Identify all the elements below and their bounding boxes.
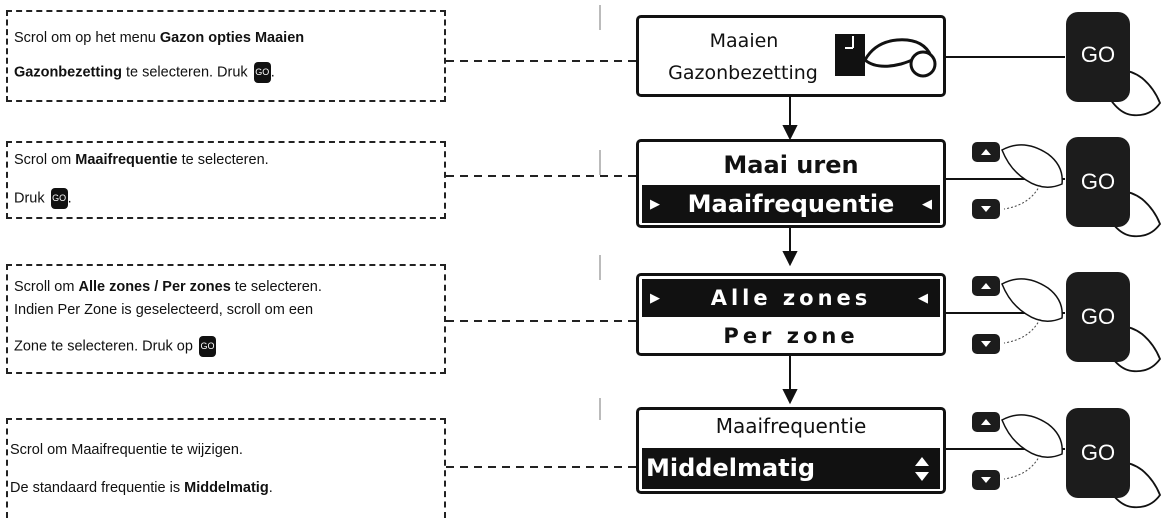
selection-left-icon: ▶ [650, 196, 660, 212]
lcd-screen-2: Maai uren ▶ Maaifrequentie ◀ [636, 139, 946, 228]
menu-item-maaifrequentie: ▶ Maaifrequentie ◀ [642, 185, 940, 223]
lcd-screen-4: Maaifrequentie Middelmatig [636, 407, 946, 494]
option-per-zone: Per zone [723, 324, 859, 348]
instruction-box-3 [6, 264, 446, 374]
go-chip-icon: GO [50, 188, 68, 209]
instruction-1-line-2: Gazonbezetting te selecteren. Druk GO. [14, 62, 275, 83]
selection-left-icon: ▶ [650, 290, 664, 306]
menu-item-maai-uren: Maai uren [723, 151, 859, 179]
instruction-3-line-2: Indien Per Zone is geselecteerd, scroll … [14, 302, 314, 318]
frequency-value: Middelmatig [642, 448, 940, 489]
instruction-2-line-2: Druk GO. [14, 188, 72, 209]
go-chip-icon: GO [253, 62, 271, 83]
go-connectors [946, 56, 1065, 450]
instruction-3-line-3: Zone te selecteren. Druk op GO [14, 336, 216, 357]
scroll-up-button[interactable] [972, 412, 1000, 432]
screen-1-line-2: Gazonbezetting [668, 62, 818, 84]
instruction-3-line-1: Scroll om Alle zones / Per zones te sele… [14, 279, 322, 295]
dashed-connectors [446, 60, 636, 468]
instruction-box-2 [6, 141, 446, 219]
instruction-box-4 [6, 418, 446, 518]
screen-1-line-1: Maaien [709, 30, 779, 52]
lcd-screen-3: ▶ Alle zones ◀ Per zone [636, 273, 946, 356]
scroll-down-button[interactable] [972, 470, 1000, 490]
scroll-hand-icon [1001, 144, 1063, 458]
option-alle-zones: ▶ Alle zones ◀ [642, 279, 940, 317]
go-button[interactable]: GO [1066, 12, 1130, 102]
scroll-up-button[interactable] [972, 276, 1000, 296]
lcd-screen-1: Maaien Gazonbezetting [636, 15, 946, 97]
go-chip-icon: GO [198, 336, 216, 357]
instruction-1-line-1: Scrol om op het menu Gazon opties Maaien [14, 30, 305, 46]
instruction-2-line-1: Scrol om Maaifrequentie te selecteren. [14, 152, 269, 168]
go-button[interactable]: GO [1066, 137, 1130, 227]
instruction-4-line-2: De standaard frequentie is Middelmatig. [10, 480, 273, 496]
scroll-down-button[interactable] [972, 334, 1000, 354]
scroll-up-button[interactable] [972, 142, 1000, 162]
flow-arrows [782, 97, 798, 405]
lawn-mower-icon [835, 34, 937, 78]
instruction-box-1 [6, 10, 446, 102]
selection-right-icon: ◀ [918, 290, 932, 306]
go-button[interactable]: GO [1066, 408, 1130, 498]
instruction-4-line-1: Scrol om Maaifrequentie te wijzigen. [10, 442, 243, 458]
go-button[interactable]: GO [1066, 272, 1130, 362]
screen-4-title: Maaifrequentie [715, 414, 867, 438]
scroll-down-button[interactable] [972, 199, 1000, 219]
up-down-icon [915, 457, 929, 481]
selection-right-icon: ◀ [922, 196, 932, 212]
